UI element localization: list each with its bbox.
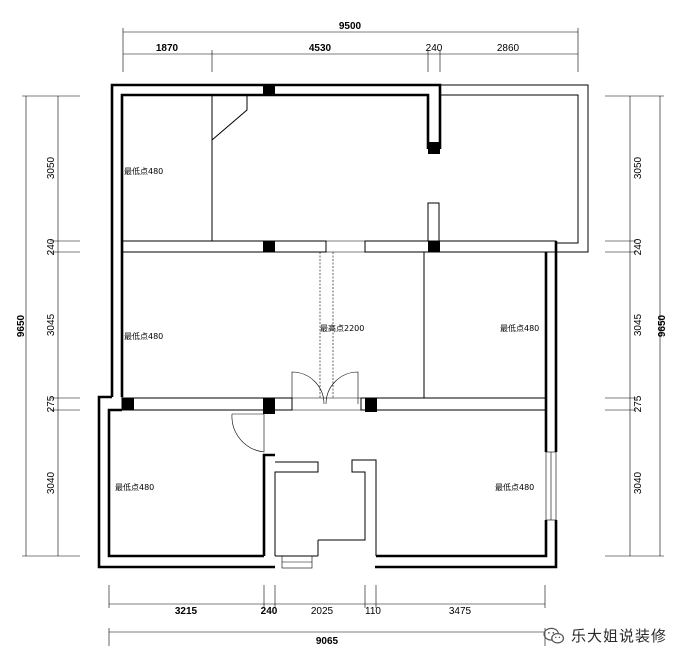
top-dim-1: 1870 <box>156 43 179 54</box>
top-dimension-chain: 9500 1870 4530 240 2860 <box>122 21 579 72</box>
left-dim-4: 275 <box>46 395 57 412</box>
left-total-dim: 9650 <box>16 314 27 337</box>
doors-and-openings <box>231 240 557 569</box>
right-dim-5: 3040 <box>633 471 644 494</box>
watermark: 乐大姐说装修 <box>543 625 667 646</box>
column <box>428 241 440 252</box>
right-dim-3: 3045 <box>633 313 644 336</box>
left-dim-3: 3045 <box>46 313 57 336</box>
column <box>428 142 440 154</box>
top-total-dim: 9500 <box>339 21 362 32</box>
watermark-text: 乐大姐说装修 <box>570 627 667 645</box>
column <box>365 398 377 412</box>
column <box>263 398 275 414</box>
column <box>263 241 275 252</box>
right-dim-2: 240 <box>633 238 644 255</box>
interior-walls <box>121 95 557 557</box>
bottom-dim-4: 110 <box>365 606 381 617</box>
top-dim-2: 4530 <box>309 43 332 54</box>
room-label-mid-left: 最低点480 <box>124 331 163 341</box>
bottom-dim-1: 3215 <box>175 606 198 617</box>
top-dim-4: 2860 <box>497 43 520 54</box>
bottom-dimension-chain: 3215 240 2025 110 3475 9065 <box>108 585 546 647</box>
top-dim-3: 240 <box>426 43 443 54</box>
room-label-bottom-right: 最低点480 <box>495 482 534 492</box>
left-dim-1: 3050 <box>46 156 57 179</box>
bottom-dim-5: 3475 <box>449 606 472 617</box>
room-label-mid-right: 最低点480 <box>500 323 539 333</box>
bottom-dim-2: 240 <box>261 606 278 617</box>
left-dim-5: 3040 <box>46 471 57 494</box>
room-label-bottom-left: 最低点480 <box>115 482 154 492</box>
right-dim-4: 275 <box>633 395 644 412</box>
door-swing <box>231 413 265 453</box>
room-label-mid-center: 最高点2200 <box>320 323 364 333</box>
bottom-total-dim: 9065 <box>316 636 339 647</box>
right-dimension-chain: 9650 3050 240 3045 275 3040 <box>605 95 668 557</box>
left-dim-2: 240 <box>46 238 57 255</box>
column <box>263 84 275 96</box>
right-total-dim: 9650 <box>657 314 668 337</box>
bottom-dim-3: 2025 <box>311 606 334 617</box>
structural-columns <box>122 84 440 414</box>
column <box>122 398 134 410</box>
room-label-top-left: 最低点480 <box>124 166 163 176</box>
right-dim-1: 3050 <box>633 156 644 179</box>
room-labels: 最低点480 最低点480 最高点2200 最低点480 最低点480 最低点4… <box>115 166 539 492</box>
wechat-icon <box>543 627 565 644</box>
left-dimension-chain: 9650 3050 240 3045 275 3040 <box>16 95 80 557</box>
double-door-swing <box>291 371 325 405</box>
